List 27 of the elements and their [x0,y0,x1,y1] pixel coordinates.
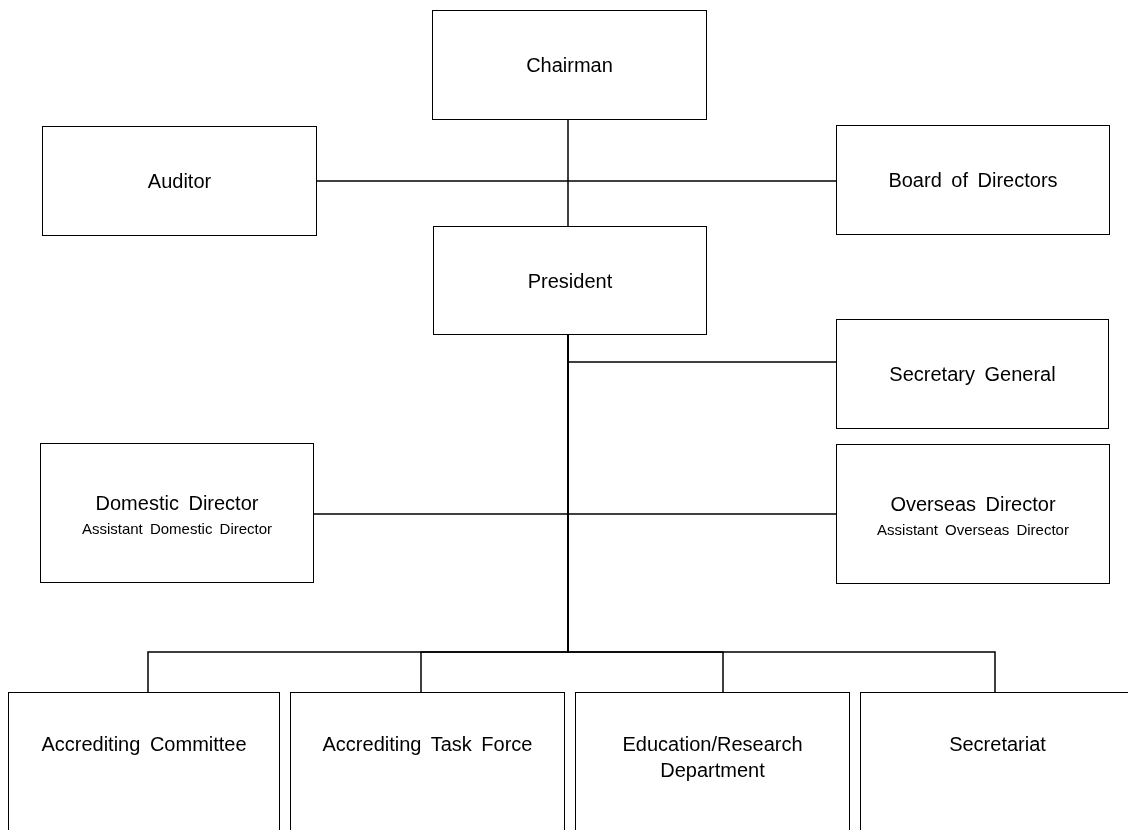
role-title: Accrediting Task Force [322,732,533,757]
org-box [836,319,1109,429]
role-title: President [527,268,613,294]
org-box [575,692,850,830]
org-box [40,443,314,583]
org-box [432,10,707,120]
role-title: Board of Directors [888,168,1058,193]
role-title: Overseas Director [890,491,1056,517]
org-box [860,692,1128,830]
connector-line [313,513,837,515]
connector-line [316,180,837,182]
subtitle-text: Assistant Domestic Director [81,519,273,537]
role-title: Domestic Director [95,490,259,516]
role-title: Secretariat [949,732,1046,757]
org-box [290,692,565,830]
role-title: Auditor [147,169,212,194]
org-box [433,226,707,335]
org-box [836,125,1110,235]
role-title: Accrediting Committee [41,732,247,757]
role-title: Chairman [526,53,613,78]
role-title: Secretary General [889,362,1056,387]
org-box [8,692,280,830]
org-box [42,126,317,236]
role-title: Education/Research Department [621,732,804,783]
connector-line [567,119,569,227]
org-box [836,444,1110,584]
subtitle-text: Assistant Overseas Director [877,520,1069,538]
